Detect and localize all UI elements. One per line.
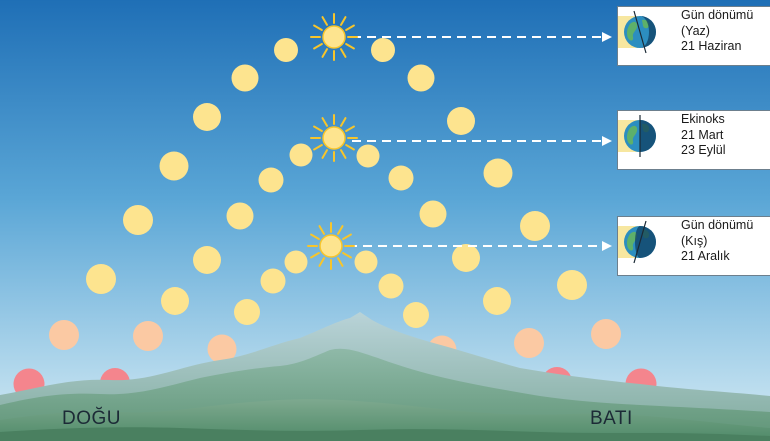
sun-position-dot	[419, 200, 447, 228]
noon-suns	[307, 13, 358, 270]
sun-position-dot	[356, 144, 380, 168]
sun-position-dot	[193, 246, 221, 274]
sun-position-dot	[452, 244, 480, 272]
summer-solstice-box: Gün dönümü (Yaz) 21 Haziran	[617, 6, 770, 66]
dashed-arrow	[352, 32, 612, 42]
sun-icon	[310, 13, 358, 61]
sun-position-dot	[407, 64, 435, 92]
earth-globe-icon	[618, 10, 656, 54]
sun-position-dot	[378, 273, 404, 299]
sun-position-dot	[193, 103, 221, 131]
winter-line-3: 21 Aralık	[681, 249, 730, 263]
summer-line-3: 21 Haziran	[681, 39, 742, 53]
sun-position-dot	[403, 302, 429, 328]
sun-position-dot	[371, 38, 395, 62]
equinox-box: Ekinoks 21 Mart 23 Eylül	[617, 110, 770, 170]
sun-position-dot	[284, 250, 308, 274]
sun-position-dot	[483, 158, 513, 188]
sun-position-dot	[123, 205, 153, 235]
sun-position-dot	[260, 268, 286, 294]
sun-position-dot	[86, 264, 116, 294]
sun-position-dot	[447, 107, 475, 135]
sun-position-dot	[483, 287, 511, 315]
east-label: DOĞU	[62, 408, 121, 429]
equinox-text: Ekinoks 21 Mart 23 Eylül	[681, 112, 725, 159]
mountain-range	[0, 312, 770, 441]
sun-icon	[307, 222, 355, 270]
summer-solstice-text: Gün dönümü (Yaz) 21 Haziran	[681, 8, 753, 55]
summer-line-2: (Yaz)	[681, 23, 710, 38]
west-label: BATI	[590, 408, 633, 429]
earth-globe-icon	[618, 220, 656, 264]
sun-position-dot	[159, 151, 189, 181]
sun-position-dot	[557, 270, 587, 300]
sun-position-dot	[161, 287, 189, 315]
equinox-line-2: 21 Mart	[681, 127, 724, 142]
dashed-arrow	[348, 241, 612, 251]
sun-position-dot	[388, 165, 414, 191]
sun-position-dot	[133, 321, 163, 351]
sun-position-dot	[258, 167, 284, 193]
earth-globe-icon	[618, 115, 656, 157]
sun-position-dot	[591, 319, 621, 349]
sun-position-dot	[354, 250, 378, 274]
sun-position-dot	[207, 334, 237, 364]
sun-position-dot	[274, 38, 298, 62]
sun-position-dot	[514, 328, 544, 358]
equinox-line-3: 23 Eylül	[681, 143, 726, 157]
sun-position-dot	[234, 299, 260, 325]
sun-position-dot	[231, 64, 259, 92]
sun-position-dot	[49, 320, 79, 350]
winter-solstice-box: Gün dönümü (Kış) 21 Aralık	[617, 216, 770, 276]
sun-position-dot	[520, 211, 550, 241]
equinox-line-1: Ekinoks	[681, 112, 725, 126]
dashed-arrows	[348, 32, 612, 251]
sun-icon	[310, 114, 358, 162]
winter-line-2: (Kış)	[681, 233, 708, 248]
sun-positions	[13, 38, 657, 403]
dashed-arrow	[352, 136, 612, 146]
winter-solstice-text: Gün dönümü (Kış) 21 Aralık	[681, 218, 753, 265]
sun-position-dot	[289, 143, 313, 167]
foothills	[0, 427, 770, 441]
summer-line-1: Gün dönümü	[681, 8, 754, 22]
sun-position-dot	[226, 202, 254, 230]
winter-line-1: Gün dönümü	[681, 218, 754, 232]
